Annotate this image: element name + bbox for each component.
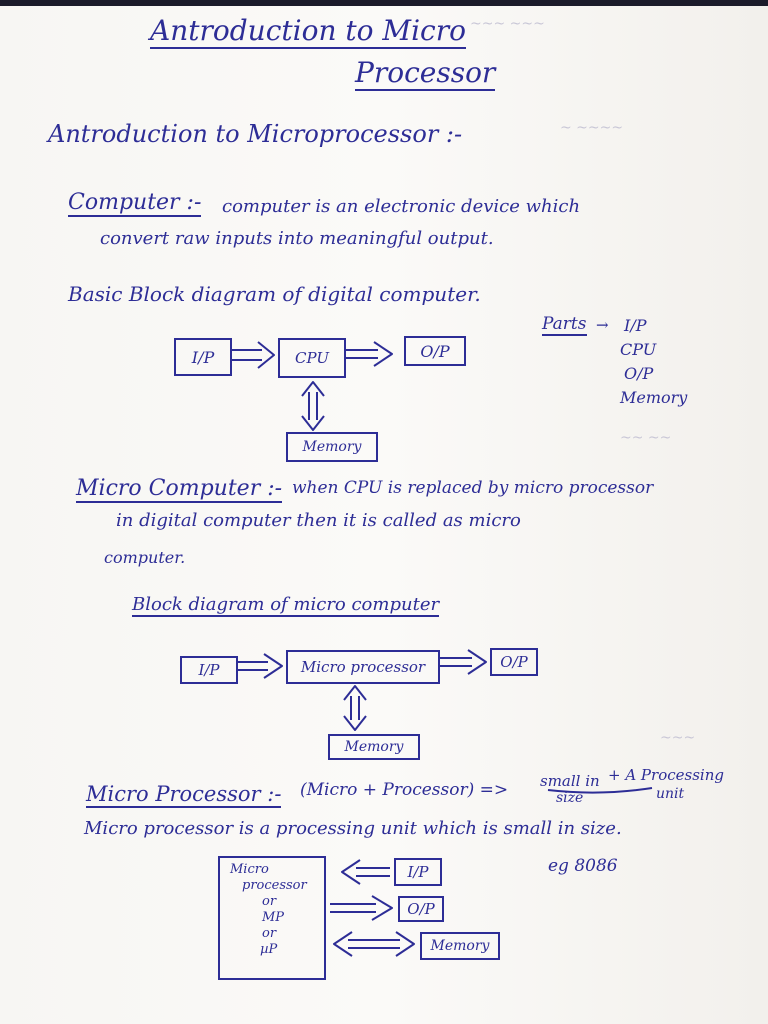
bleed-through-mark: ~ ~~~~ bbox=[560, 120, 624, 136]
micro-computer-definition-line3: computer. bbox=[104, 548, 186, 567]
page-title-line2: Processor bbox=[355, 56, 496, 91]
mp-memory-box: Memory bbox=[420, 932, 500, 960]
bleed-through-mark: ~~ ~~ bbox=[620, 430, 672, 446]
mp-box-line: or bbox=[262, 926, 277, 941]
scan-top-edge bbox=[0, 0, 768, 6]
mp-box-line: Micro bbox=[230, 862, 269, 877]
mp-box-line: MP bbox=[262, 910, 285, 925]
parts-item: CPU bbox=[620, 340, 657, 359]
example-note: eg 8086 bbox=[548, 856, 618, 876]
bleed-through-mark: ~~~ ~~~ bbox=[470, 16, 545, 32]
formula-small-in: small in bbox=[540, 772, 600, 790]
parts-item: Memory bbox=[620, 388, 688, 407]
mp-box-line: processor bbox=[242, 878, 307, 893]
block-diagram-caption: Basic Block diagram of digital computer. bbox=[68, 282, 481, 306]
micro-processor-formula: (Micro + Processor) => bbox=[300, 780, 509, 800]
micro-computer-definition-line1: when CPU is replaced by micro processor bbox=[292, 478, 654, 498]
parts-arrow: → bbox=[596, 316, 609, 334]
parts-item: I/P bbox=[624, 316, 647, 335]
parts-item: O/P bbox=[624, 364, 654, 383]
formula-processing: + A Processing bbox=[608, 766, 724, 784]
diagram-input-box: I/P bbox=[174, 338, 232, 376]
micro-output-box: O/P bbox=[490, 648, 538, 676]
micro-diagram-caption: Block diagram of micro computer bbox=[132, 594, 440, 617]
diagram-cpu-box: CPU bbox=[278, 338, 346, 378]
micro-processor-sentence: Micro processor is a processing unit whi… bbox=[84, 818, 622, 839]
page-title-line1: Antroduction to Micro bbox=[150, 14, 466, 49]
diagram-output-box: O/P bbox=[404, 336, 466, 366]
micro-processor-term: Micro Processor :- bbox=[86, 782, 282, 808]
micro-input-box: I/P bbox=[180, 656, 238, 684]
parts-label: Parts bbox=[542, 314, 587, 336]
micro-memory-box: Memory bbox=[328, 734, 420, 760]
mp-box: Micro processor or MP or µP bbox=[218, 856, 326, 980]
micro-computer-term: Micro Computer :- bbox=[76, 476, 283, 503]
diagram-memory-box: Memory bbox=[286, 432, 378, 462]
mp-output-box: O/P bbox=[398, 896, 444, 922]
micro-computer-definition-line2: in digital computer then it is called as… bbox=[116, 510, 521, 531]
computer-definition-line1: computer is an electronic device which bbox=[222, 196, 581, 217]
computer-definition-line2: convert raw inputs into meaningful outpu… bbox=[100, 228, 494, 249]
computer-term: Computer :- bbox=[68, 190, 202, 217]
formula-size: size bbox=[556, 790, 584, 806]
bleed-through-mark: ~~~ bbox=[660, 730, 696, 746]
section-heading: Antroduction to Microprocessor :- bbox=[48, 120, 463, 148]
mp-box-line: or bbox=[262, 894, 277, 909]
mp-input-box: I/P bbox=[394, 858, 442, 886]
mp-box-line: µP bbox=[260, 942, 278, 957]
micro-processor-box: Micro processor bbox=[286, 650, 440, 684]
formula-unit: unit bbox=[656, 786, 685, 802]
notebook-page bbox=[0, 6, 768, 1024]
